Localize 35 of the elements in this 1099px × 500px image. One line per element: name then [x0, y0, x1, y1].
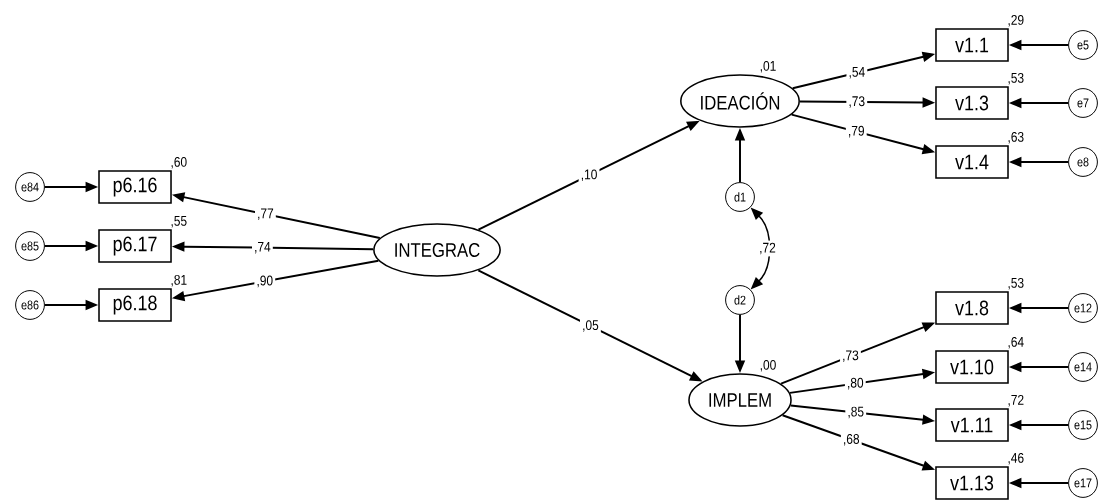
edge-label: ,90: [254, 273, 276, 290]
edge-label: ,74: [252, 239, 273, 256]
coefficient-label: ,72: [1008, 394, 1024, 407]
observed-variable-box: v1.4: [935, 145, 1009, 179]
edge-label: ,80: [844, 375, 866, 392]
observed-variable-box: p6.17: [98, 229, 172, 263]
edge-label: ,54: [846, 64, 868, 81]
observed-variable-box: v1.3: [935, 86, 1009, 120]
coefficient-label: ,53: [1008, 277, 1024, 290]
edge-label: ,73: [840, 348, 861, 365]
coefficient-label: ,60: [171, 156, 187, 169]
coefficient-label: ,63: [1008, 131, 1024, 144]
edge-label: ,77: [255, 206, 276, 223]
observed-variable-box: v1.11: [935, 408, 1009, 442]
coefficient-label: ,64: [1008, 336, 1024, 349]
coefficient-label: ,00: [760, 359, 776, 372]
observed-variable-box: v1.10: [935, 350, 1009, 384]
observed-variable-box: v1.1: [935, 28, 1009, 62]
coefficient-label: ,53: [1008, 72, 1024, 85]
observed-variable-box: v1.13: [935, 466, 1009, 500]
coefficient-label: ,46: [1008, 452, 1024, 465]
edge-label: ,73: [846, 94, 868, 110]
coefficient-label: ,55: [171, 216, 187, 228]
observed-variable-box: p6.16: [98, 170, 172, 204]
edge-label: ,79: [845, 123, 867, 140]
edge-label: ,05: [580, 318, 601, 334]
coefficient-label: ,81: [171, 274, 187, 287]
edge-label: ,85: [845, 404, 867, 421]
observed-variable-box: v1.8: [935, 291, 1009, 325]
edge-label: ,72: [757, 240, 778, 257]
coefficient-label: ,01: [760, 60, 776, 73]
coefficient-label: ,29: [1008, 14, 1024, 27]
edge-label: ,10: [578, 167, 600, 184]
observed-variable-box: p6.18: [98, 288, 172, 322]
edge-label: ,68: [840, 431, 862, 448]
